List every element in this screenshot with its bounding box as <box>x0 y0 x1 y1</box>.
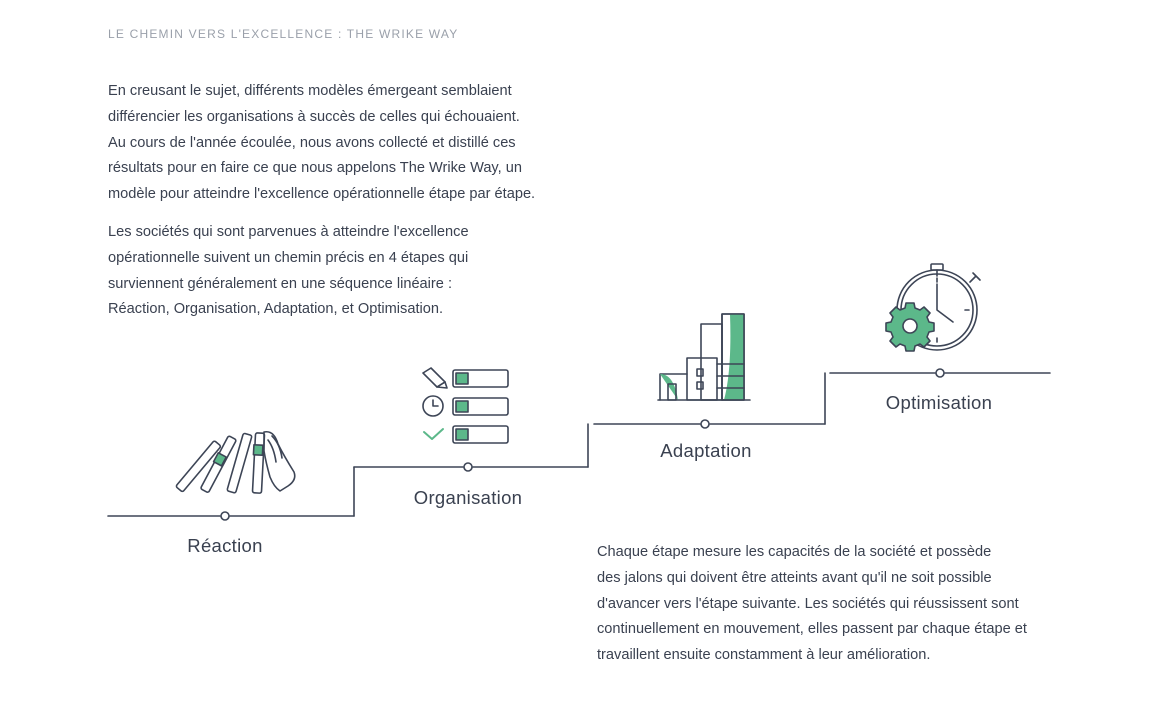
text-line: Au cours de l'année écoulée, nous avons … <box>108 134 516 151</box>
checklist-icon <box>422 367 509 444</box>
buildings-icon <box>657 313 751 401</box>
text-line: résultats pour en faire ce que nous appe… <box>108 160 522 177</box>
staircase-line <box>107 372 1051 517</box>
milestone-marker <box>935 368 945 378</box>
stage-label-optimisation: Optimisation <box>885 392 993 413</box>
summary-text: Chaque étape mesure les capacités de la … <box>597 540 1067 669</box>
text-line: des jalons qui doivent être atteints ava… <box>597 569 992 586</box>
text-line: opérationnelle suivent un chemin précis … <box>108 249 469 266</box>
text-line: modèle pour atteindre l'excellence opéra… <box>108 186 536 203</box>
text-line: différencier les organisations à succès … <box>108 108 520 125</box>
section-kicker: LE CHEMIN VERS L'EXCELLENCE : THE WRIKE … <box>108 27 459 41</box>
milestone-marker <box>220 511 230 521</box>
text-line: Réaction, Organisation, Adaptation, et O… <box>108 301 444 318</box>
text-line: continuellement en mouvement, elles pass… <box>597 621 1027 638</box>
text-line: Chaque étape mesure les capacités de la … <box>597 544 992 560</box>
stage-label-organisation: Organisation <box>413 487 523 508</box>
milestone-marker <box>700 419 710 429</box>
text-line: travaillent ensuite constamment à leur a… <box>597 647 931 664</box>
intro-text: En creusant le sujet, différents modèles… <box>108 79 578 323</box>
text-line: surviennent généralement en une séquence… <box>108 275 453 292</box>
intro-paragraph-1: En creusant le sujet, différents modèles… <box>108 79 578 208</box>
stopwatch-gear-icon <box>885 263 981 352</box>
falling-dominoes-icon <box>175 430 296 494</box>
text-line: En creusant le sujet, différents modèles… <box>108 83 512 99</box>
stage-label-reaction: Réaction <box>187 535 263 556</box>
milestone-marker <box>463 462 473 472</box>
text-line: Les sociétés qui sont parvenues à attein… <box>108 223 469 240</box>
intro-paragraph-2: Les sociétés qui sont parvenues à attein… <box>108 220 578 323</box>
stage-label-adaptation: Adaptation <box>660 440 752 461</box>
text-line: d'avancer vers l'étape suivante. Les soc… <box>597 595 1019 612</box>
